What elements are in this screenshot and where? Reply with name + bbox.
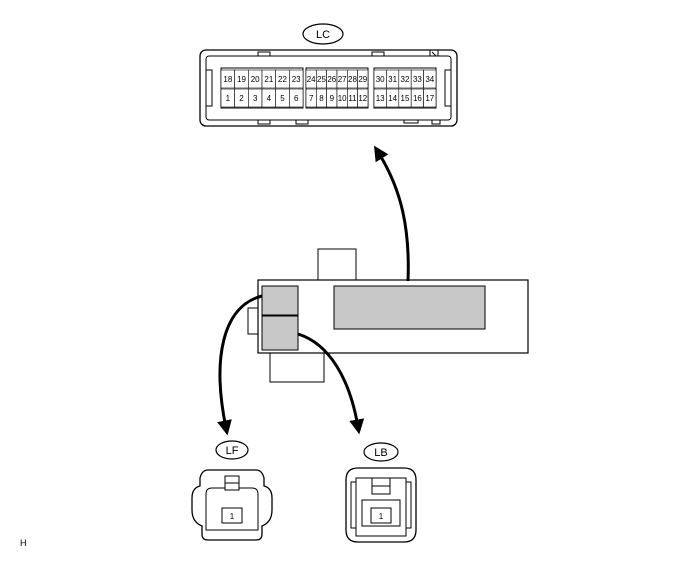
connector-lc-pin-cell — [423, 69, 437, 89]
connector-lc-pin-number: 14 — [388, 94, 397, 103]
connector-lc-pin-cell — [423, 88, 437, 108]
junction-block — [247, 248, 529, 383]
junction-block-lf-socket — [261, 285, 299, 316]
figure-code: H — [20, 538, 27, 548]
connector-lb-pin-box — [370, 507, 392, 524]
connector-lc-pin-number: 8 — [319, 94, 324, 103]
connector-lc-inner-housing — [205, 55, 452, 121]
arrow-to-connector-lf — [217, 294, 263, 436]
arrow-to-connector-lb — [297, 332, 365, 435]
connector-lc-pin-number: 5 — [280, 94, 285, 103]
junction-block-top-bracket — [317, 248, 357, 282]
connector-lc-pin-number: 23 — [292, 75, 301, 84]
connector-lc-pin-number: 18 — [223, 75, 232, 84]
connector-lc-pin-cell — [289, 69, 304, 89]
connector-lc-pin-number: 28 — [348, 75, 357, 84]
connector-lc-pin-number: 30 — [376, 75, 385, 84]
connector-lc-pin-number: 19 — [237, 75, 246, 84]
connector-lc-pin-number: 25 — [317, 75, 326, 84]
connector-lc-pin-number: 21 — [264, 75, 273, 84]
connector-lc-pin-number: 7 — [309, 94, 314, 103]
connector-lc-left-key — [206, 69, 213, 107]
connector-lf-pin-1: 1 — [230, 512, 235, 521]
connector-lf-inner-outline — [205, 487, 259, 531]
connector-lf-pin-box — [221, 507, 243, 524]
connector-lc-pin-number: 26 — [327, 75, 336, 84]
connector-lc-pin-number: 10 — [338, 94, 347, 103]
connector-lc-pin-number: 27 — [338, 75, 347, 84]
connector-lc-pin-number: 4 — [267, 94, 272, 103]
connector-lc-pin-number: 17 — [425, 94, 434, 103]
connector-lc-pin-number: 20 — [251, 75, 260, 84]
connector-lc-pin-number: 3 — [253, 94, 258, 103]
connector-lc-pin-cell — [357, 69, 369, 89]
connector-lc-pin-cell — [357, 88, 369, 108]
connector-lc-pin-number: 12 — [358, 94, 367, 103]
junction-block-lb-socket — [261, 315, 299, 351]
connector-lc-pin-number: 34 — [425, 75, 434, 84]
connector-lc-right-key — [444, 69, 451, 107]
connector-lc-pin-number: 13 — [376, 94, 385, 103]
connector-lb-label-bubble — [363, 442, 399, 462]
junction-block-lc-socket — [333, 285, 486, 330]
connector-lc-pin-number: 29 — [358, 75, 367, 84]
connector-lc-top-tabs — [257, 49, 439, 57]
connector-lb-right-rail — [405, 481, 412, 529]
connector-lc-pin-number: 1 — [226, 94, 231, 103]
connector-lc-pin-number: 6 — [294, 94, 299, 103]
connector-lb-pin-1: 1 — [379, 512, 384, 521]
connector-lc-pin-number: 11 — [348, 94, 357, 103]
connector-lc-pin-number: 15 — [401, 94, 410, 103]
connector-lb-left-rail — [350, 481, 357, 529]
arrow-to-connector-lc — [373, 145, 410, 282]
connector-lf: LF 1 — [191, 440, 273, 541]
connector-lb-housing — [345, 467, 417, 543]
connector-lf-label-bubble — [215, 440, 249, 460]
connector-lc-pin-number: 24 — [307, 75, 316, 84]
connector-lc-pin-number: 33 — [413, 75, 422, 84]
connector-lc-label: LC — [316, 29, 330, 41]
connector-lc-pin-number: 9 — [330, 94, 335, 103]
connector-lc-pin-number: 2 — [239, 94, 244, 103]
connector-lf-label: LF — [226, 445, 239, 457]
connector-lc-pin-number: 22 — [278, 75, 287, 84]
connector-lc-label-bubble — [302, 23, 344, 45]
connector-lc-pin-cell — [289, 88, 304, 108]
connector-lb: LB 1 — [345, 442, 417, 543]
connector-lb-guide — [361, 499, 401, 527]
junction-block-bottom-bracket — [269, 351, 325, 383]
connector-lc-pin-number: 16 — [413, 94, 422, 103]
connector-lc-pin-number: 31 — [388, 75, 397, 84]
connector-lc-bottom-tabs — [257, 120, 441, 125]
connector-lc-pin-number: 32 — [401, 75, 410, 84]
connector-lb-label: LB — [374, 447, 387, 459]
